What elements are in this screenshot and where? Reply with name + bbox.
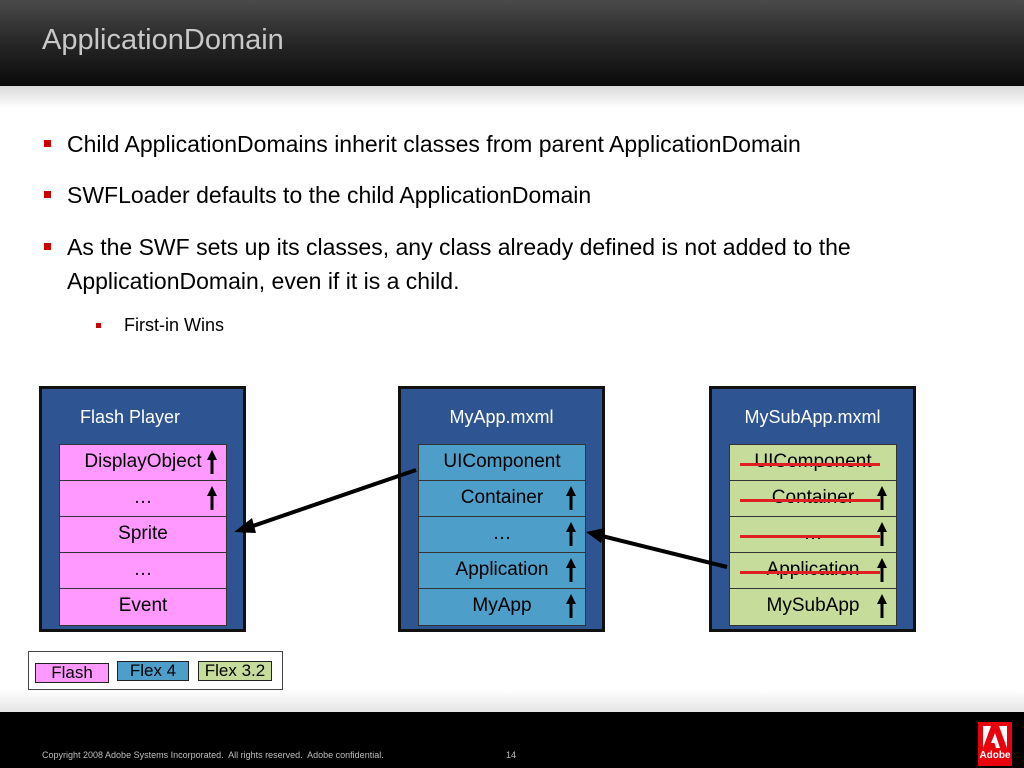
legend-label: Flex 4 (129, 661, 177, 680)
adobe-a-icon (983, 726, 1007, 748)
panel-label: Flash Player (79, 407, 181, 427)
bullet-text: Child ApplicationDomains inherit classes… (67, 131, 801, 157)
class-cell: DisplayObject (60, 445, 226, 481)
strike-line (740, 571, 880, 574)
up-arrow-icon (566, 594, 576, 618)
up-arrow-icon (877, 558, 887, 582)
class-name: MySubApp (766, 595, 860, 616)
class-cell: Container (730, 481, 896, 517)
strike-line (740, 499, 880, 502)
title-bar: ApplicationDomain (0, 0, 1024, 86)
class-cell: … (60, 553, 226, 589)
bullet-item: Child ApplicationDomains inherit classes… (44, 127, 994, 161)
legend-item-flex4: Flex 4 (117, 661, 189, 681)
adobe-logo-icon: Adobe (978, 722, 1012, 766)
up-arrow-icon (207, 486, 217, 510)
class-stack: UIComponent Container … Application MySu… (729, 444, 897, 626)
mysubapp-panel: MySubApp.mxml UIComponent Container … Ap… (709, 386, 916, 632)
class-name: Application (766, 559, 860, 580)
arrow-myapp-to-sprite (234, 468, 417, 533)
class-name: UIComponent (443, 451, 561, 472)
class-name: DisplayObject (84, 451, 202, 472)
legend-item-flex32: Flex 3.2 (198, 661, 272, 681)
class-name: Container (771, 487, 855, 508)
class-name: Container (460, 487, 544, 508)
class-stack: DisplayObject … Sprite … Event (59, 444, 227, 626)
legend: Flash Flex 4 Flex 3.2 (28, 651, 283, 690)
class-cell: Application (730, 553, 896, 589)
class-cell: Application (419, 553, 585, 589)
class-cell: Sprite (60, 517, 226, 553)
bullet-marker-icon (44, 243, 51, 250)
bullet-marker-icon (44, 140, 51, 147)
class-cell: MySubApp (730, 589, 896, 625)
legend-item-flash: Flash (35, 663, 109, 683)
footer: Copyright 2008 Adobe Systems Incorporate… (0, 712, 1024, 768)
strike-line (740, 535, 880, 538)
class-name: … (803, 523, 823, 544)
class-cell: UIComponent (419, 445, 585, 481)
flash-player-panel: Flash Player DisplayObject … Sprite … Ev… (39, 386, 246, 632)
title-shadow (0, 86, 1024, 108)
class-name: Application (455, 559, 549, 580)
up-arrow-icon (566, 486, 576, 510)
bullet-text: SWFLoader defaults to the child Applicat… (67, 182, 592, 208)
class-name: MyApp (472, 595, 532, 616)
class-cell: MyApp (419, 589, 585, 625)
copyright-text: Copyright 2008 Adobe Systems Incorporate… (42, 750, 384, 760)
up-arrow-icon (207, 450, 217, 474)
class-name: … (133, 559, 153, 580)
sub-bullet-marker-icon (96, 323, 101, 328)
strike-line (740, 463, 880, 466)
class-name: … (492, 523, 512, 544)
myapp-panel: MyApp.mxml UIComponent Container … Appli… (398, 386, 605, 632)
up-arrow-icon (877, 522, 887, 546)
sub-bullet-item: First-in Wins (96, 313, 224, 337)
logo-text: Adobe (979, 750, 1011, 761)
legend-label: Flex 3.2 (204, 661, 266, 680)
panel-label: MySubApp.mxml (744, 407, 881, 427)
footer-shadow (0, 690, 1024, 712)
legend-label: Flash (51, 663, 93, 682)
class-stack: UIComponent Container … Application MyAp… (418, 444, 586, 626)
class-cell: Container (419, 481, 585, 517)
page-number: 14 (506, 750, 517, 760)
slide-title: ApplicationDomain (42, 24, 284, 56)
class-cell: UIComponent (730, 445, 896, 481)
class-cell: … (419, 517, 585, 553)
panel-label: MyApp.mxml (449, 407, 554, 427)
bullet-item: As the SWF sets up its classes, any clas… (44, 230, 984, 298)
up-arrow-icon (566, 558, 576, 582)
class-cell: … (730, 517, 896, 553)
class-name: Event (118, 595, 168, 616)
arrow-mysubapp-to-myapp (586, 528, 728, 569)
up-arrow-icon (877, 594, 887, 618)
class-cell: … (60, 481, 226, 517)
bullet-text: As the SWF sets up its classes, any clas… (67, 234, 851, 294)
class-name: Sprite (118, 523, 168, 544)
bullet-marker-icon (44, 191, 51, 198)
bullet-item: SWFLoader defaults to the child Applicat… (44, 178, 994, 212)
class-cell: Event (60, 589, 226, 625)
sub-bullet-text: First-in Wins (124, 315, 224, 335)
up-arrow-icon (566, 522, 576, 546)
class-name: UIComponent (754, 451, 872, 472)
up-arrow-icon (877, 486, 887, 510)
class-name: … (133, 487, 153, 508)
